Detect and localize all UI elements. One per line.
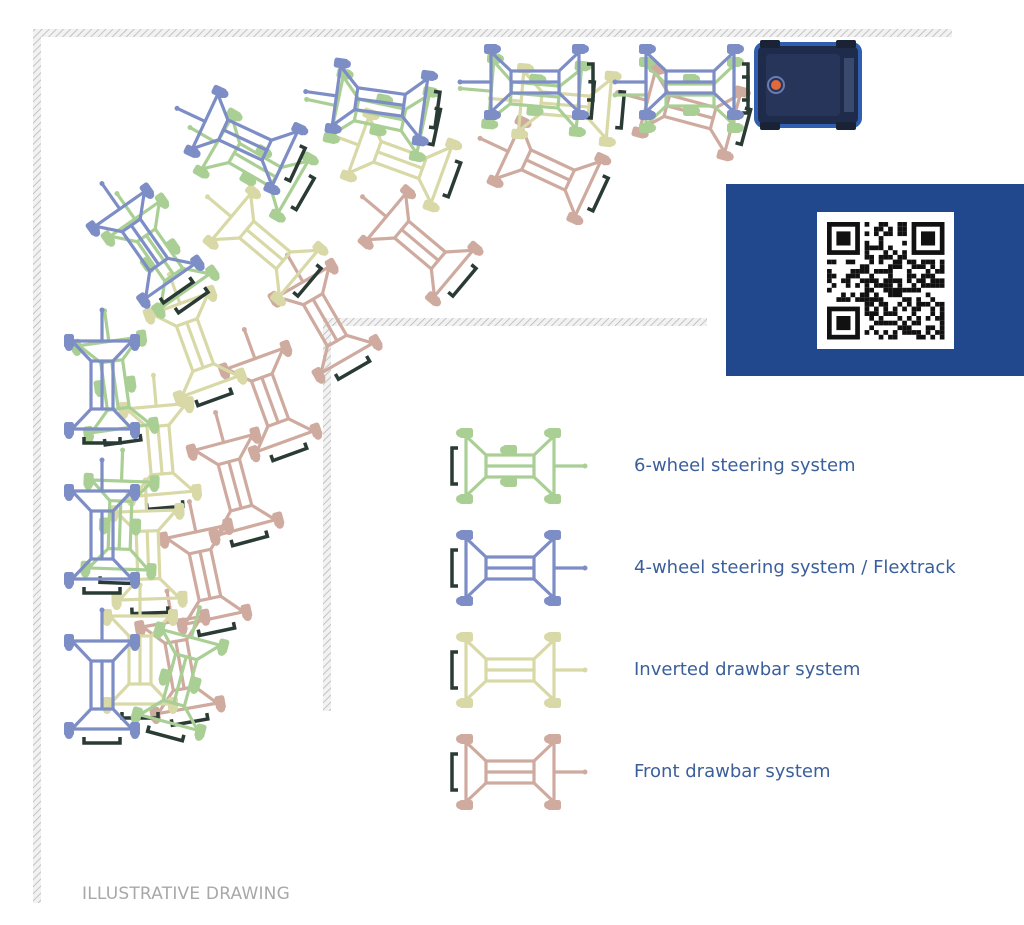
- cart-0-3: [267, 252, 383, 384]
- legend-icon-0: [450, 428, 588, 504]
- cart-3-0: [612, 44, 750, 120]
- tow-tractor-icon: [754, 40, 862, 130]
- cart-3-3: [174, 84, 309, 196]
- outer-wall-left: [33, 29, 41, 903]
- cart-0-6: [157, 499, 253, 638]
- outer-wall-top: [33, 29, 952, 37]
- cart-3-1: [457, 44, 595, 120]
- legend-icon-3: [450, 734, 588, 810]
- legend-icon-2: [450, 632, 588, 708]
- cart-0-2: [357, 184, 484, 307]
- cart-1-2: [202, 184, 329, 307]
- legend-label-6-wheel: 6-wheel steering system: [634, 455, 856, 476]
- cart-1-1: [327, 107, 463, 213]
- legend-icons: [450, 428, 588, 810]
- legend-label-inverted-drawbar: Inverted drawbar system: [634, 659, 861, 680]
- cart-3-7: [64, 607, 140, 745]
- illustrative-drawing-caption: ILLUSTRATIVE DRAWING: [82, 884, 290, 904]
- cart-0-4: [217, 327, 323, 463]
- cart-3-4: [85, 181, 205, 309]
- train-paths: [64, 44, 753, 745]
- legend-label-front-drawbar: Front drawbar system: [634, 761, 831, 782]
- cart-2-4: [100, 191, 220, 319]
- inner-wall-top: [323, 318, 707, 326]
- cart-3-6: [64, 457, 140, 595]
- cart-2-3: [187, 107, 319, 223]
- qr-code-icon[interactable]: [817, 212, 954, 349]
- legend-icon-1: [450, 530, 588, 606]
- corridor-walls: [33, 29, 952, 903]
- legend-label-4-wheel: 4-wheel steering system / Flextrack: [634, 557, 956, 578]
- inner-wall-left: [323, 318, 331, 711]
- cart-3-2: [303, 57, 442, 147]
- cart-2-7: [130, 605, 230, 743]
- qr-panel: [726, 184, 1024, 376]
- cart-3-5: [64, 307, 140, 445]
